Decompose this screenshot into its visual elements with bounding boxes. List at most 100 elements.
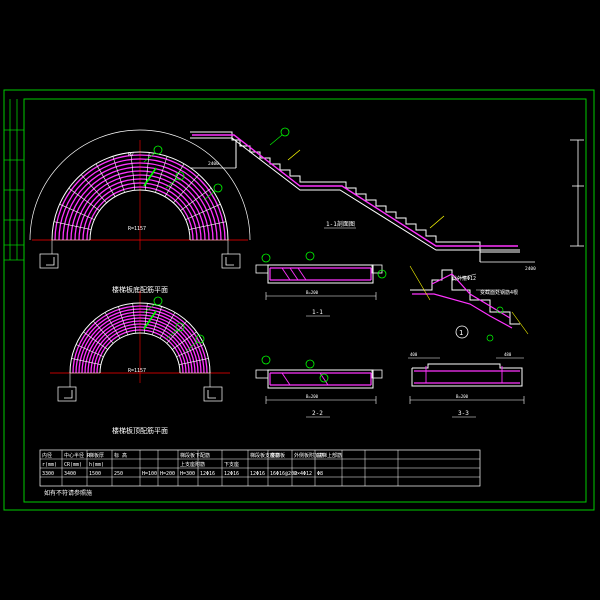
section-3-3-dim-bottom: B=200 [456,394,469,399]
plan-step-line [71,358,101,365]
plan-step-line [132,303,137,334]
plan-callout-leader [165,329,178,340]
plan-support-detail [57,386,77,402]
plan-outer-dimension-arc [29,129,251,241]
table-cell: 16Φ16@200 [270,471,297,477]
plan-callout-circle [195,334,205,344]
plan-bottom-radius-label: R=1157 [128,368,146,374]
plan-callout-leader [143,152,156,163]
plan-rebar-arc [72,305,208,374]
plan-callout-leader [165,178,178,189]
plan-callout-circle [175,171,185,181]
plan-rebar-arc [81,314,199,374]
section-1-1 [255,251,387,300]
table-note: 如有不符请参照施 [44,489,92,497]
elevation-dim-right: 2400 [525,266,536,272]
plan-step-line [118,306,128,336]
plan-top-arc-label: R7 [128,152,134,158]
plan-step-line [173,174,200,204]
reinforcement-table: 内径中心半径 R梯板厚标 高梯段板下配筋梯段板支座筋楼梯板外侧板附加筋扶梯上部筋… [39,449,481,487]
plan-rebar-arc [84,317,196,374]
plan-rebar-arc [96,329,184,374]
plan-step-line [80,174,107,204]
plan-step-line [130,152,136,191]
plan-support-detail [39,253,59,269]
section-2-2-dim: B=200 [306,394,319,399]
plan-rebar-arc [58,158,222,241]
plan-support-detail [221,253,241,269]
table-cell: 扶梯上部筋 [317,452,342,459]
table-cell: 中心半径 R [64,452,91,459]
table-cell: 12Φ16 [250,471,265,477]
table-cell: 梯段板下配筋 [180,452,210,459]
plan-callout-circle [213,183,223,193]
plan-step-line [159,312,176,339]
plan-rebar-arc [78,178,202,241]
plan-outer-edge [51,151,229,241]
plan-rebar-arc [93,326,187,374]
plan-rebar-arc [54,154,226,241]
plan-step-line [112,156,125,193]
stair-elevation [190,127,584,263]
plan-callout-circle [153,145,163,155]
table-cell: 梯板厚 [89,452,104,459]
plan-step-line [53,221,92,230]
table-cell: CR(mm) [64,462,82,468]
plan-support-hook [46,257,55,266]
table-cell: 12Φ16 [200,471,215,477]
table-cell: 梯段板支座筋 [250,452,280,459]
plan-rebar-arc [90,323,190,374]
table-cell: 3400 [64,471,76,477]
table-cell: 内径 [42,452,52,459]
section-3-3 [408,357,525,404]
plan-step-line [179,358,209,365]
detail-1-note-2: 变截面处钢筋4根 [480,289,518,296]
plan-rebar-arc [86,186,194,241]
table-cell: H=200 [160,471,175,477]
table-cell: H=100 [142,471,157,477]
title-strip [4,99,24,261]
plan-rebar-arc [70,170,210,241]
plan-rebar-arc [66,166,214,241]
table-cell: H=300 [180,471,195,477]
table-cell: 3300 [42,471,54,477]
plan-bottom-rebar [29,129,251,269]
elevation-caption: 1-1剖面图 [326,220,355,228]
plan-step-line [180,188,212,211]
table-cell: 上支座附筋 [180,461,205,468]
plan-step-line [188,221,227,230]
plan-rebar-arc [82,182,198,241]
plan-bottom-caption: 楼梯板顶配筋平面 [112,426,168,435]
table-cell: r(mm) [42,462,57,468]
section-2-2-caption: 2-2 [312,410,323,417]
plan-callout-leader [185,341,198,352]
table-cell: 12Φ16 [224,471,239,477]
plan-top-caption: 楼梯板底配筋平面 [112,285,168,294]
outer-frame [3,89,595,511]
plan-support-hook [64,390,73,399]
detail-1-number: 1 [459,329,463,337]
plan-callout-leader [143,303,156,314]
plan-step-line [172,331,197,350]
plan-inner-edge [99,332,181,374]
plan-step-line [155,156,168,193]
plan-callout-circle [153,296,163,306]
section-3-3-caption: 3-3 [458,410,469,417]
section-3-3-dim-right: 480 [504,352,512,357]
plan-callout-leader [203,190,216,201]
table-cell: 下支座 [224,461,239,468]
table-cell: 250 [114,471,123,477]
inner-frame [23,98,587,503]
table-cell: Φ8 [317,471,323,477]
plan-step-line [75,344,104,358]
section-1-1-caption: 1-1 [312,309,323,316]
plan-support-hook [225,257,234,266]
section-2-2 [255,355,383,404]
plan-callout-circle [175,322,185,332]
plan-rebar-arc [75,308,205,374]
elevation-dim-left: 2400 [208,161,219,167]
plan-step-line [92,320,114,344]
plan-rebar-arc [74,174,206,241]
plan-step-line [104,312,121,339]
